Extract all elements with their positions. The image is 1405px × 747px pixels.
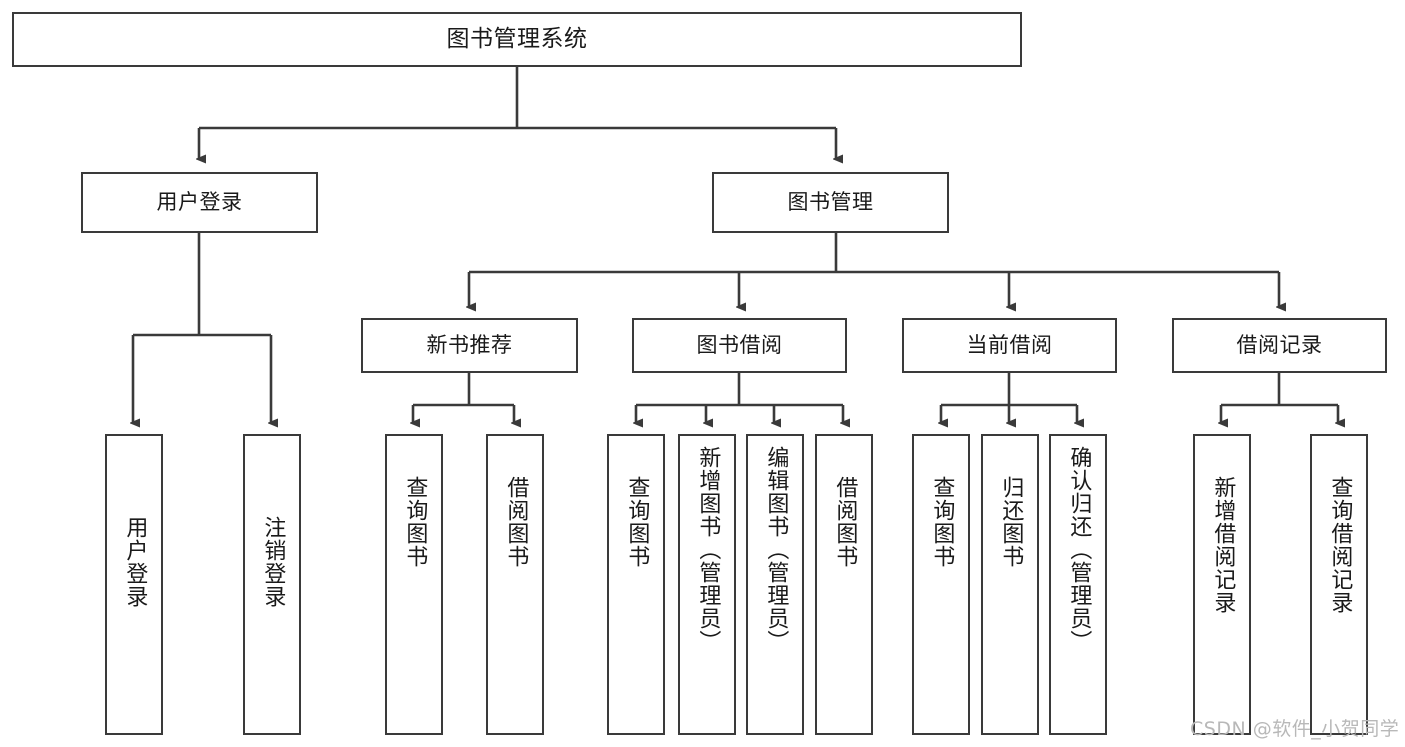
watermark-text: CSDN @软件_小贺同学: [1190, 718, 1400, 740]
leaf-book-borrow-borrow[interactable]: 借阅图书: [815, 434, 873, 735]
leaf-current-borrow-return[interactable]: 归还图书: [981, 434, 1039, 735]
node-current-borrow[interactable]: 当前借阅: [902, 318, 1117, 373]
node-user-login[interactable]: 用户登录: [81, 172, 318, 233]
node-label: 新书推荐: [426, 332, 513, 357]
node-label: 查询图书: [624, 476, 650, 568]
leaf-book-borrow-add-admin[interactable]: 新增图书（管理员）: [678, 434, 736, 735]
node-root-system[interactable]: 图书管理系统: [12, 12, 1022, 67]
node-label: 新增图书（管理员）: [695, 446, 721, 653]
node-label: 当前借阅: [966, 332, 1053, 357]
leaf-current-borrow-query[interactable]: 查询图书: [912, 434, 970, 735]
node-label: 图书管理系统: [446, 25, 588, 52]
leaf-book-borrow-edit-admin[interactable]: 编辑图书（管理员）: [746, 434, 804, 735]
leaf-new-book-borrow[interactable]: 借阅图书: [486, 434, 544, 735]
node-new-book-recommend[interactable]: 新书推荐: [361, 318, 578, 373]
node-book-borrow[interactable]: 图书借阅: [632, 318, 847, 373]
node-label: 编辑图书（管理员）: [763, 446, 789, 653]
node-label: 用户登录: [156, 189, 243, 214]
node-label: 图书借阅: [696, 332, 783, 357]
node-label: 归还图书: [998, 476, 1024, 568]
node-label: 用户登录: [122, 516, 148, 608]
node-label: 图书管理: [787, 189, 874, 214]
node-label: 查询借阅记录: [1327, 476, 1353, 614]
node-label: 借阅记录: [1236, 332, 1323, 357]
leaf-user-login-signin[interactable]: 用户登录: [105, 434, 163, 735]
node-label: 借阅图书: [503, 476, 529, 568]
node-label: 查询图书: [929, 476, 955, 568]
leaf-user-login-signout[interactable]: 注销登录: [243, 434, 301, 735]
node-book-management[interactable]: 图书管理: [712, 172, 949, 233]
leaf-current-borrow-confirm-admin[interactable]: 确认归还（管理员）: [1049, 434, 1107, 735]
leaf-borrow-record-add[interactable]: 新增借阅记录: [1193, 434, 1251, 735]
node-label: 借阅图书: [832, 476, 858, 568]
node-label: 确认归还（管理员）: [1066, 446, 1092, 653]
leaf-book-borrow-query[interactable]: 查询图书: [607, 434, 665, 735]
leaf-new-book-query[interactable]: 查询图书: [385, 434, 443, 735]
node-label: 注销登录: [260, 516, 286, 608]
node-label: 查询图书: [402, 476, 428, 568]
node-label: 新增借阅记录: [1210, 476, 1236, 614]
node-borrow-record[interactable]: 借阅记录: [1172, 318, 1387, 373]
leaf-borrow-record-query[interactable]: 查询借阅记录: [1310, 434, 1368, 735]
